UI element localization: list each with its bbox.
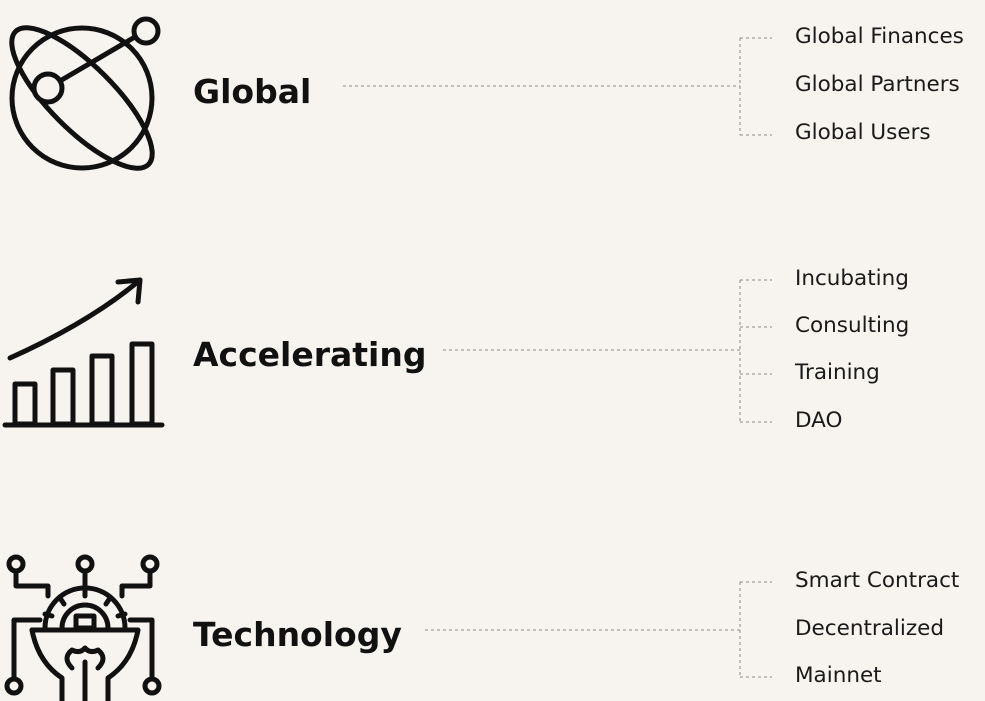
category-title-global: Global (193, 72, 312, 111)
list-item-global-partners: Global Partners (795, 72, 960, 97)
list-item-global-finances: Global Finances (795, 24, 964, 49)
list-item-dao: DAO (795, 408, 843, 433)
list-item-mainnet: Mainnet (795, 663, 882, 688)
list-item-consulting: Consulting (795, 313, 910, 338)
category-title-technology: Technology (193, 615, 402, 654)
gear-lightbulb-circuit-icon (0, 550, 170, 701)
list-item-incubating: Incubating (795, 266, 909, 291)
growth-chart-icon (0, 272, 170, 432)
list-item-smart-contract: Smart Contract (795, 568, 960, 593)
list-item-training: Training (795, 360, 880, 385)
category-title-accelerating: Accelerating (193, 335, 427, 374)
globe-orbit-icon (0, 10, 165, 175)
list-item-global-users: Global Users (795, 120, 931, 145)
list-item-decentralized: Decentralized (795, 616, 945, 641)
